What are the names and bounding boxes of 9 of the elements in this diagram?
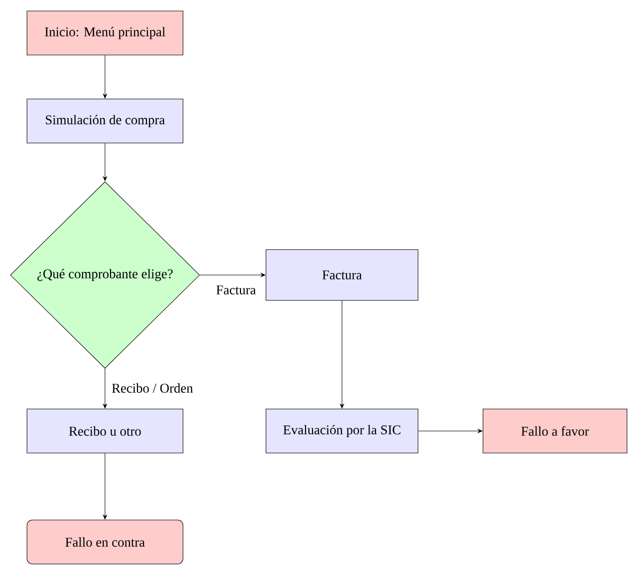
process-box: Recibo u otro — [26, 408, 184, 454]
process-box: Evaluación por la SIC — [266, 408, 418, 454]
start-box: Inicio: Menú principal — [26, 10, 184, 56]
end-box: Fallo en contra — [26, 520, 184, 564]
end-box: Fallo a favor — [482, 408, 628, 454]
process-box: Factura — [266, 249, 418, 301]
process-box: Simulación de compra — [26, 98, 184, 144]
edge-label: Recibo / Orden — [110, 382, 194, 394]
edge-label: Factura — [214, 284, 258, 296]
